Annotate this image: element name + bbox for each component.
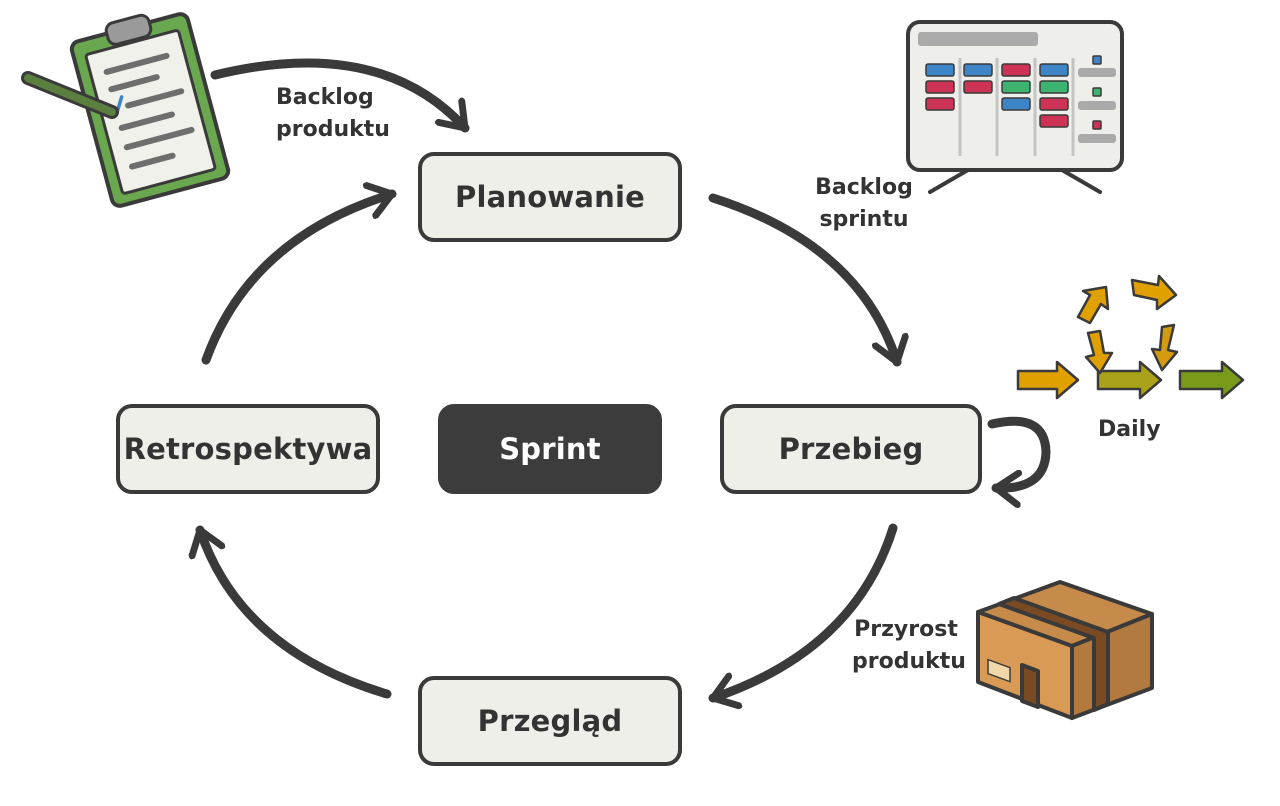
arrow-execution-to-review — [708, 523, 898, 698]
sprint-center: Sprint — [438, 404, 662, 494]
label-increment: Przyrost produktu — [852, 617, 966, 674]
stage-retrospective: Retrospektywa — [116, 404, 380, 494]
stage-review: Przegląd — [418, 676, 682, 766]
arrow-daily-loop — [987, 416, 1051, 488]
arrow-retrospective-to-planning — [201, 194, 397, 365]
arrow-backlog-to-planning — [210, 58, 470, 133]
package-box-icon — [976, 580, 1154, 720]
arrow-planning-to-execution — [708, 193, 897, 367]
pen-icon — [21, 71, 119, 119]
arrow-review-to-retrospective — [200, 525, 392, 699]
clipboard-icon — [69, 12, 231, 208]
label-daily: Daily — [1098, 417, 1161, 442]
stage-planning: Planowanie — [418, 152, 682, 242]
label-sprint-backlog: Backlog sprintu — [815, 175, 913, 232]
daily-cycle-icon — [1016, 274, 1245, 400]
label-product-backlog: Backlog produktu — [276, 85, 390, 142]
kanban-board-icon — [906, 20, 1124, 194]
stage-execution: Przebieg — [720, 404, 982, 494]
